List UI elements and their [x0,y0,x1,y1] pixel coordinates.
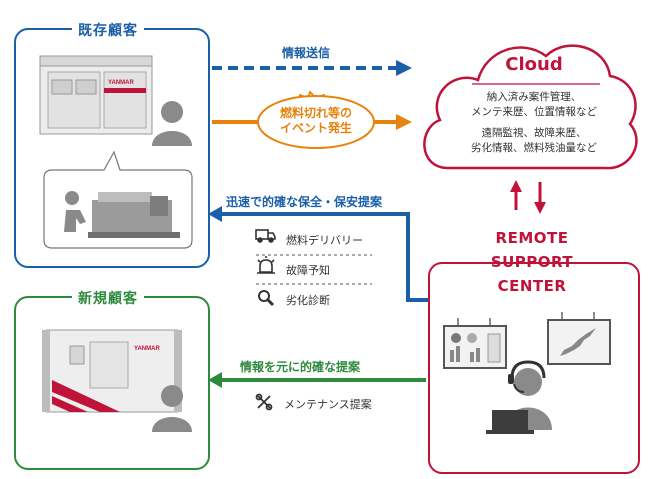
service-fuel-delivery: 燃料デリバリー [286,234,363,247]
cloud-remote-arrows [510,180,546,214]
event-label-line: イベント発生 [279,121,352,135]
map-monitor-illustration [547,312,611,365]
truck-icon [255,229,276,243]
new-proposal-label: 情報を元に的確な提案 [240,360,361,374]
service-failure-prediction: 故障予知 [286,264,330,277]
svg-text:YANMAR: YANMAR [108,80,134,86]
monitoring-dashboard-illustration [443,318,507,369]
remote-center-label-3: CENTER [497,277,567,295]
info-send-arrow [212,60,412,76]
customer-person-icon [152,101,192,146]
operator-illustration [486,360,552,434]
cloud-info-group-1: 納入済み案件管理、 メンテ来歴、位置情報など [444,90,624,120]
cloud-info-line: 劣化情報、燃料残油量など [471,142,597,154]
event-arrow [212,90,412,149]
event-label: 燃料切れ等の イベント発生 [270,106,362,136]
cloud-info-group-2: 遠隔監視、故障来歴、 劣化情報、燃料残油量など [444,126,624,156]
new-proposal-arrow [208,372,426,388]
cloud-info-line: メンテ来歴、位置情報など [471,106,597,118]
service-deterioration-diagnosis: 劣化診断 [286,294,330,307]
info-send-label: 情報送信 [282,46,331,60]
wrench-icon [255,393,273,411]
new-generator-illustration: YANMAR [42,329,182,413]
remote-center-label-2: SUPPORT [490,253,574,271]
generator-enclosure-illustration: YANMAR [39,55,153,135]
cloud-info-line: 納入済み案件管理、 [486,91,582,103]
existing-proposal-label: 迅速で的確な保全・保安提案 [226,195,383,209]
alarm-icon [257,256,275,274]
cloud-info-line: 遠隔監視、故障来歴、 [481,127,587,139]
service-dividers [256,254,372,285]
svg-text:YANMAR: YANMAR [134,346,160,352]
cloud-title: Cloud [505,54,563,75]
cloud-shape [423,44,638,170]
existing-customer-title: 既存顧客 [72,20,144,40]
existing-proposal-arrow [208,206,428,302]
maintenance-proposal-label: メンテナンス提案 [284,398,372,411]
magnifier-icon [258,290,275,307]
new-customer-title: 新規顧客 [72,288,144,308]
event-label-line: 燃料切れ等の [279,106,352,120]
speech-bubble [43,150,193,249]
remote-center-label-1: REMOTE [495,229,569,247]
new-customer-person-icon [152,385,192,432]
